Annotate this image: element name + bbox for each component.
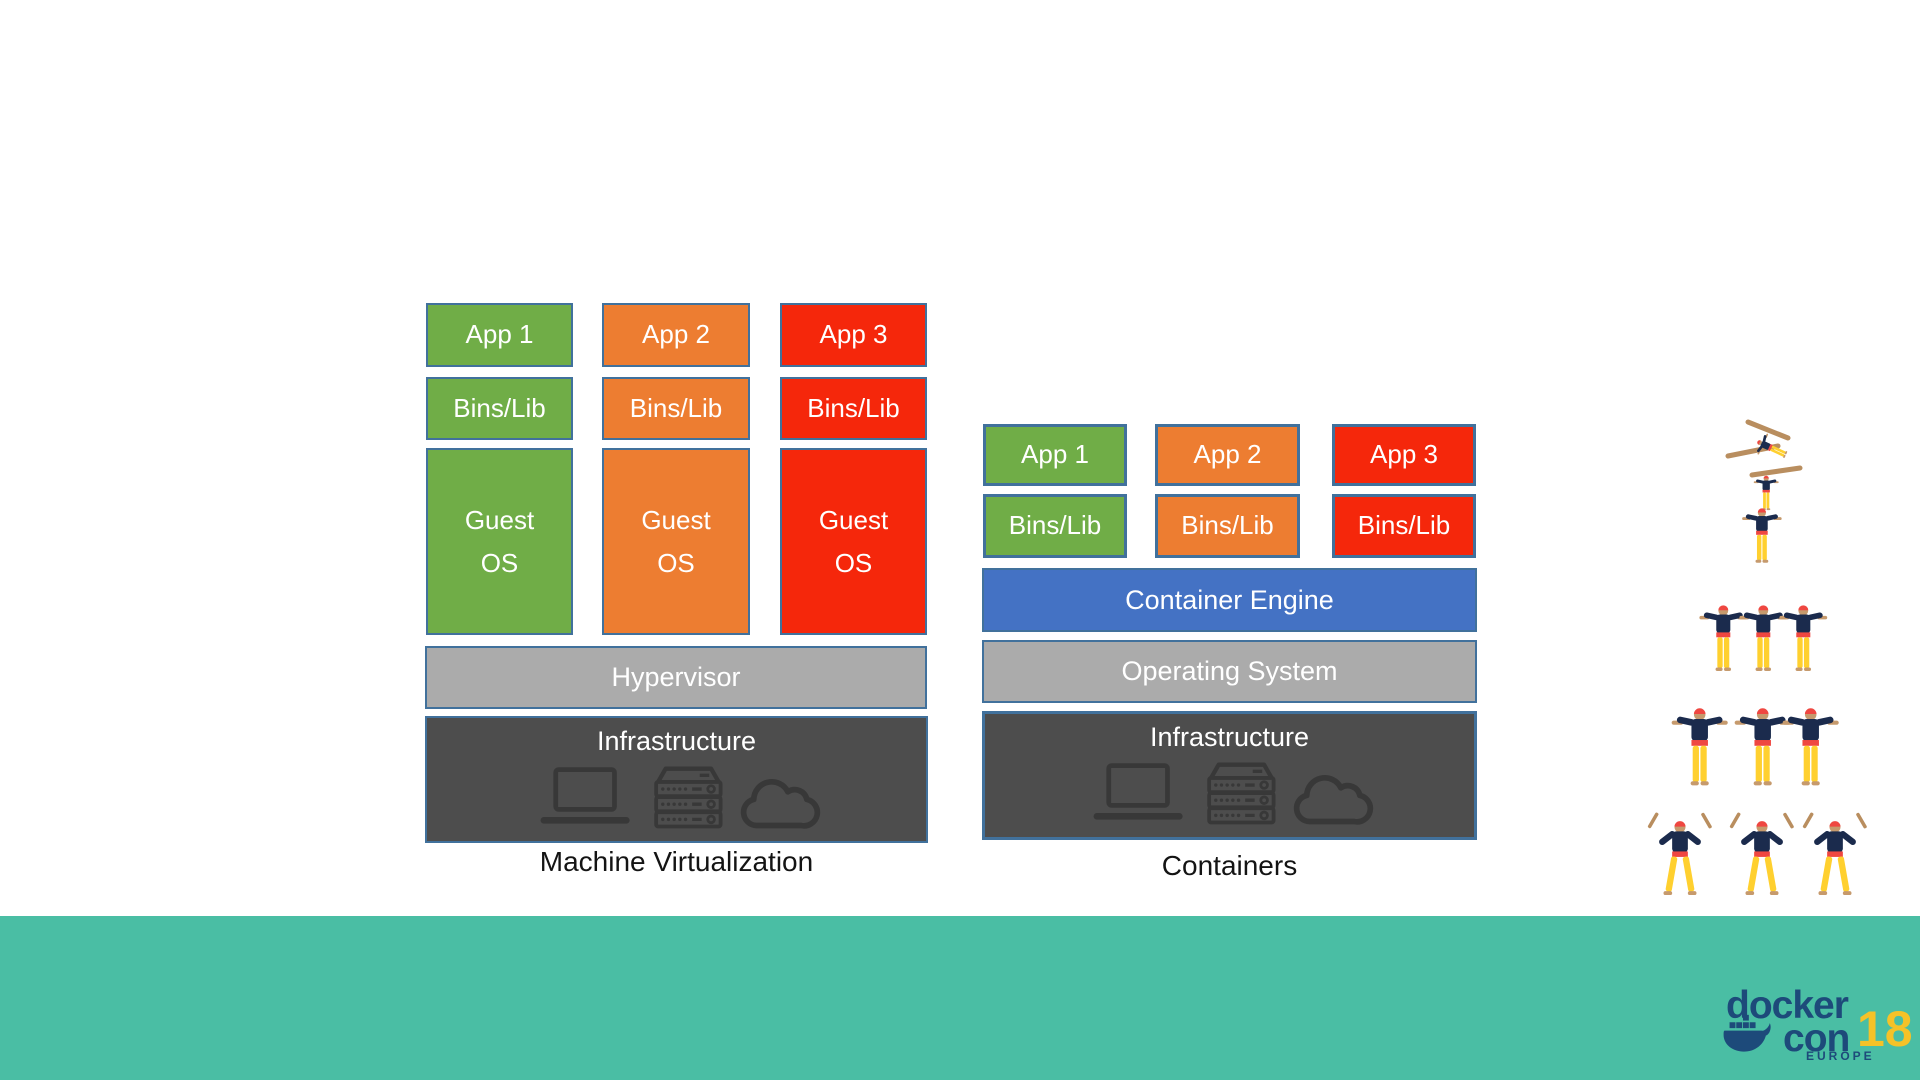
vm-infrastructure-box: Infrastructure — [425, 716, 928, 843]
vm-app2-box: App 2 — [602, 303, 750, 367]
casteller-figure — [1647, 812, 1713, 896]
casteller-figure — [1742, 508, 1782, 563]
vm-bins3-box: Bins/Lib — [780, 377, 927, 440]
logo-word-con: con — [1783, 1017, 1850, 1060]
casteller-figure — [1671, 708, 1728, 786]
vm-app1-box: App 1 — [426, 303, 573, 367]
logo-year: 18 — [1857, 1001, 1913, 1057]
casteller-figure — [1739, 605, 1788, 672]
machine-virtualization-label: Machine Virtualization — [539, 846, 814, 877]
container-engine-bar: Container Engine — [982, 568, 1477, 632]
server-rack-icon — [656, 768, 720, 826]
ct-app2-box: App 2 — [1155, 424, 1300, 486]
ct-app3-box: App 3 — [1332, 424, 1476, 486]
vm-infrastructure-label: Infrastructure — [596, 726, 757, 756]
containers-label: Containers — [1161, 850, 1298, 881]
laptop-icon — [540, 769, 629, 823]
logo-region: EUROPE — [1806, 1049, 1875, 1063]
hypervisor-bar: Hypervisor — [425, 646, 927, 709]
casteller-pyramid-illustration — [1647, 419, 1868, 896]
casteller-figure — [1802, 812, 1868, 896]
ct-bins1-box: Bins/Lib — [983, 494, 1127, 558]
casteller-figure — [1779, 605, 1828, 672]
infrastructure-icons — [1065, 759, 1395, 831]
operating-system-bar: Operating System — [982, 640, 1477, 703]
cloud-icon — [1296, 778, 1370, 822]
vm-bins1-box: Bins/Lib — [426, 377, 573, 440]
casteller-figure — [1729, 812, 1795, 896]
infrastructure-icons — [512, 763, 842, 835]
casteller-figure — [1699, 605, 1748, 672]
baton-sticks — [1725, 419, 1803, 478]
ct-infrastructure-label: Infrastructure — [1149, 722, 1310, 752]
cloud-icon — [743, 782, 817, 826]
casteller-figure — [1753, 475, 1779, 511]
ct-bins3-box: Bins/Lib — [1332, 494, 1476, 558]
vm-guestos2-box: Guest OS — [602, 448, 750, 635]
ct-infrastructure-box: Infrastructure — [982, 711, 1477, 840]
server-rack-icon — [1209, 764, 1273, 822]
vm-bins2-box: Bins/Lib — [602, 377, 750, 440]
casteller-figure — [1734, 708, 1791, 786]
casteller-figure — [1782, 708, 1839, 786]
footer-band — [0, 916, 1920, 1080]
vm-guestos3-box: Guest OS — [780, 448, 927, 635]
docker-whale-icon — [1723, 1014, 1771, 1052]
ct-bins2-box: Bins/Lib — [1155, 494, 1300, 558]
laptop-icon — [1093, 765, 1182, 819]
ct-app1-box: App 1 — [983, 424, 1127, 486]
vm-app3-box: App 3 — [780, 303, 927, 367]
vm-guestos1-box: Guest OS — [426, 448, 573, 635]
